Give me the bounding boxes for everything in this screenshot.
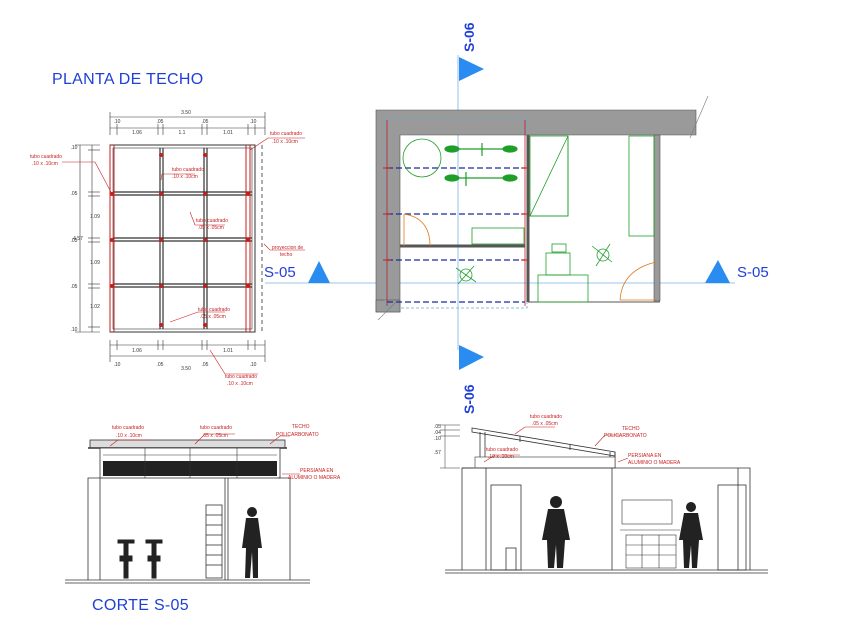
svg-text:.10 x .10cm: .10 x .10cm bbox=[488, 454, 514, 460]
svg-text:POLICARBONATO: POLICARBONATO bbox=[604, 433, 647, 439]
svg-text:tubo cuadrado: tubo cuadrado bbox=[200, 425, 232, 431]
section-markers bbox=[308, 57, 730, 370]
dim-top-total: 3.50 bbox=[181, 110, 191, 116]
svg-text:tubo cuadrado: tubo cuadrado bbox=[486, 447, 518, 453]
floor-plan bbox=[375, 95, 709, 321]
marker-s05-right bbox=[705, 260, 730, 283]
svg-text:.05: .05 bbox=[71, 191, 78, 197]
svg-text:.05: .05 bbox=[202, 362, 209, 368]
svg-text:.05: .05 bbox=[434, 424, 441, 430]
svg-text:.10: .10 bbox=[114, 119, 121, 125]
svg-text:.05 x .05cm: .05 x .05cm bbox=[202, 433, 228, 439]
svg-text:.10 x .10cm: .10 x .10cm bbox=[172, 174, 198, 180]
svg-text:.10: .10 bbox=[114, 362, 121, 368]
svg-text:tubo cuadrado: tubo cuadrado bbox=[112, 425, 144, 431]
svg-text:.05 x .05cm: .05 x .05cm bbox=[200, 314, 226, 320]
svg-text:.05: .05 bbox=[157, 362, 164, 368]
svg-text:.05 x .05cm: .05 x .05cm bbox=[198, 225, 224, 231]
svg-text:.57: .57 bbox=[434, 450, 441, 456]
svg-text:POLICARBONATO: POLICARBONATO bbox=[276, 432, 319, 438]
svg-text:PERSIANA EN: PERSIANA EN bbox=[628, 453, 662, 459]
marker-s06-top bbox=[459, 57, 484, 81]
svg-text:.05: .05 bbox=[202, 119, 209, 125]
svg-text:.10 x .10cm: .10 x .10cm bbox=[32, 161, 58, 167]
svg-text:tubo cuadrado: tubo cuadrado bbox=[530, 414, 562, 420]
svg-text:PERSIANA EN: PERSIANA EN bbox=[300, 468, 334, 474]
section-axes bbox=[265, 55, 735, 350]
svg-text:.10 x .10cm: .10 x .10cm bbox=[227, 381, 253, 387]
svg-text:.10: .10 bbox=[71, 327, 78, 333]
svg-text:ALUMINIO O MADERA: ALUMINIO O MADERA bbox=[628, 460, 681, 466]
section-s06: .05 .04 .10 .57 tubo cuadrado .05 x .05c… bbox=[434, 414, 768, 574]
marker-s05-left bbox=[308, 261, 330, 283]
svg-text:.05 x .05cm: .05 x .05cm bbox=[532, 421, 558, 427]
section-label-s06-bottom: S-06 bbox=[461, 384, 477, 414]
svg-text:.05: .05 bbox=[71, 284, 78, 290]
marker-s06-bottom bbox=[459, 345, 484, 370]
svg-text:.05: .05 bbox=[71, 238, 78, 244]
svg-text:1.09: 1.09 bbox=[90, 260, 100, 266]
title-corte-s05: CORTE S-05 bbox=[92, 597, 189, 614]
svg-text:tubo cuadrado: tubo cuadrado bbox=[198, 307, 230, 313]
svg-text:.10: .10 bbox=[71, 145, 78, 151]
svg-text:1.09: 1.09 bbox=[90, 214, 100, 220]
svg-text:1.1: 1.1 bbox=[179, 130, 186, 136]
dim-left-total: 4.57 bbox=[73, 236, 83, 242]
svg-text:TECHO: TECHO bbox=[292, 424, 310, 430]
svg-text:tubo cuadrado: tubo cuadrado bbox=[196, 218, 228, 224]
svg-text:techo: techo bbox=[280, 252, 292, 258]
section-s05: tubo cuadrado .10 x .10cm tubo cuadrado … bbox=[65, 424, 341, 584]
svg-text:tubo cuadrado: tubo cuadrado bbox=[270, 131, 302, 137]
svg-text:.04: .04 bbox=[434, 430, 441, 436]
svg-text:1.02: 1.02 bbox=[90, 304, 100, 310]
svg-text:.10: .10 bbox=[434, 436, 441, 442]
svg-text:proyeccion de: proyeccion de bbox=[272, 245, 303, 251]
svg-text:1.06: 1.06 bbox=[132, 130, 142, 136]
svg-text:.10 x .10cm: .10 x .10cm bbox=[272, 139, 298, 145]
roof-plan: 3.50 .10 .05 1.1 1.06 .05 1.01 .10 3.50 … bbox=[30, 110, 305, 387]
title-planta-de-techo: PLANTA DE TECHO bbox=[52, 71, 204, 88]
svg-text:.05: .05 bbox=[157, 119, 164, 125]
svg-text:tubo cuadrado: tubo cuadrado bbox=[225, 374, 257, 380]
section-label-s05-right: S-05 bbox=[737, 264, 769, 281]
dim-bottom-total: 3.50 bbox=[181, 366, 191, 372]
svg-text:tubo cuadrado: tubo cuadrado bbox=[30, 154, 62, 160]
svg-text:1.01: 1.01 bbox=[223, 130, 233, 136]
svg-text:.10 x .10cm: .10 x .10cm bbox=[116, 433, 142, 439]
section-label-s06-top: S-06 bbox=[461, 22, 477, 52]
section-label-s05-left: S-05 bbox=[264, 264, 296, 281]
svg-text:.10: .10 bbox=[250, 119, 257, 125]
svg-text:TECHO: TECHO bbox=[622, 426, 640, 432]
svg-text:.10: .10 bbox=[250, 362, 257, 368]
svg-text:1.01: 1.01 bbox=[223, 348, 233, 354]
svg-text:tubo cuadrado: tubo cuadrado bbox=[172, 167, 204, 173]
svg-text:1.06: 1.06 bbox=[132, 348, 142, 354]
svg-text:ALUMINIO O MADERA: ALUMINIO O MADERA bbox=[288, 475, 341, 481]
